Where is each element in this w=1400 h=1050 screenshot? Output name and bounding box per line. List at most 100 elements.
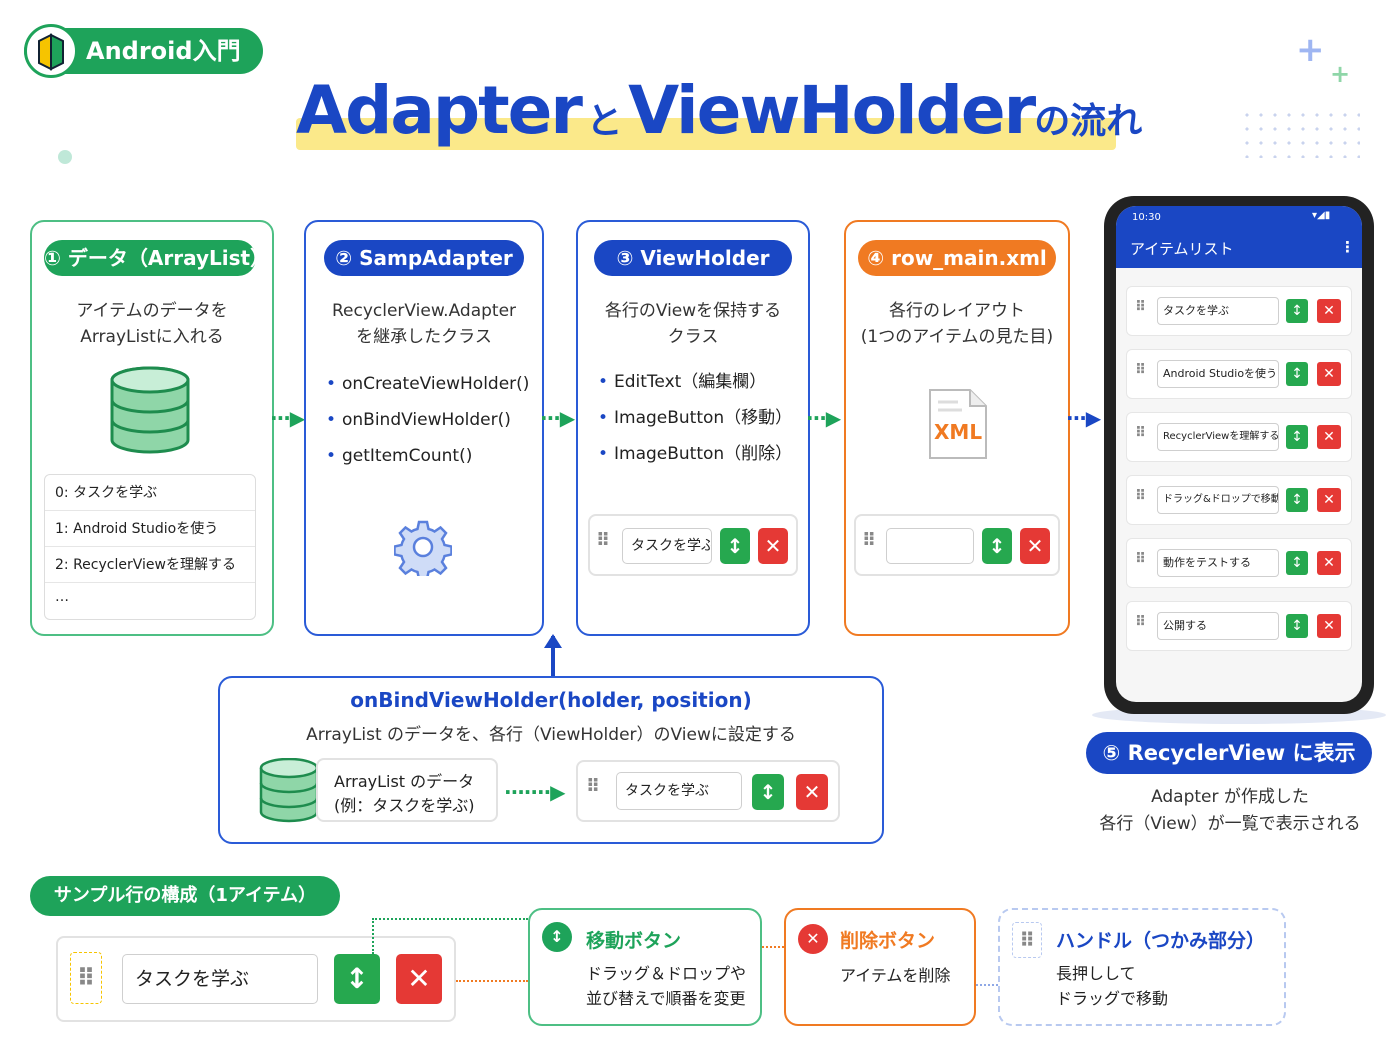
viewholder-views: EditText（編集欄） ImageButton（移動） ImageButto… <box>598 364 808 472</box>
xml-empty-field <box>886 528 974 564</box>
handle-desc1: 長押しして <box>1056 964 1136 983</box>
move-button-icon: ↕ <box>982 528 1012 564</box>
drag-handle-icon[interactable]: ⠿ <box>1135 362 1146 378</box>
move-button[interactable]: ↕ <box>1286 551 1308 575</box>
move-button-icon: ↕ <box>752 774 784 810</box>
method-item: getItemCount() <box>326 438 536 474</box>
delete-button[interactable]: ✕ <box>1317 488 1341 512</box>
move-button[interactable]: ↕ <box>1286 425 1308 449</box>
move-icon: ↕ <box>542 922 572 952</box>
status-icons: ▾◢▮ <box>1312 210 1331 221</box>
dot-decoration <box>58 150 72 164</box>
up-arrow-icon <box>551 636 555 676</box>
drag-handle-icon[interactable]: ⠿ <box>1135 551 1146 567</box>
list-item: … <box>55 589 69 605</box>
step-data-label: ① データ（ArrayList） <box>44 240 270 276</box>
row-field[interactable]: RecyclerViewを理解する <box>1157 423 1279 451</box>
drag-handle-icon[interactable]: ⠿ <box>1135 425 1146 441</box>
connector-delete-2 <box>762 946 784 948</box>
row-field[interactable]: タスクを学ぶ <box>1157 297 1279 325</box>
sample-field[interactable]: タスクを学ぶ <box>122 954 318 1004</box>
list-row[interactable]: ⠿ タスクを学ぶ ↕ ✕ <box>1126 286 1352 336</box>
viewholder-edittext[interactable]: タスクを学ぶ <box>622 528 712 564</box>
step5-desc1: Adapter が作成した <box>1151 787 1309 807</box>
step-xml-label: ④ row_main.xml <box>858 240 1056 276</box>
row-field[interactable]: 動作をテストする <box>1157 549 1279 577</box>
list-item: 2: RecyclerViewを理解する <box>45 547 255 583</box>
step-recyclerview-label: ⑤ RecyclerView に表示 <box>1086 732 1372 774</box>
delete-button[interactable]: ✕ <box>1317 299 1341 323</box>
overflow-menu-icon[interactable]: ⋮ <box>1340 238 1355 256</box>
drag-handle-icon[interactable]: ⠿ <box>596 530 611 551</box>
delete-button[interactable]: ✕ <box>758 528 788 564</box>
delete-button[interactable]: ✕ <box>1317 425 1341 449</box>
dot-grid-decoration <box>1240 108 1360 158</box>
bind-arrow: ·······▶ <box>504 780 566 804</box>
list-row[interactable]: ⠿ RecyclerViewを理解する ↕ ✕ <box>1126 412 1352 462</box>
gear-icon <box>393 518 453 581</box>
view-item: EditText（編集欄） <box>598 364 808 400</box>
view-item: ImageButton（移動） <box>598 400 808 436</box>
move-button[interactable]: ↕ <box>1286 488 1308 512</box>
step-xml-desc1: 各行のレイアウト <box>889 301 1025 321</box>
drag-handle-icon[interactable]: ⠿ <box>70 952 102 1004</box>
bind-data-label1: ArrayList のデータ <box>334 772 475 791</box>
view-item: ImageButton（削除） <box>598 436 808 472</box>
bind-data-label2: (例：タスクを学ぶ) <box>334 796 475 815</box>
step-adapter-desc1: RecyclerView.Adapter <box>331 301 517 321</box>
app-bar: 10:30 ▾◢▮ アイテムリスト ⋮ <box>1116 206 1362 268</box>
phone-screen: 10:30 ▾◢▮ アイテムリスト ⋮ ⠿ タスクを学ぶ ↕ ✕ ⠿ Andro… <box>1116 206 1362 702</box>
move-title: 移動ボタン <box>586 930 682 952</box>
method-item: onBindViewHolder() <box>326 402 536 438</box>
list-row[interactable]: ⠿ ドラッグ&ドロップで移動 ↕ ✕ <box>1126 475 1352 525</box>
list-row[interactable]: ⠿ 公開する ↕ ✕ <box>1126 601 1352 651</box>
row-field[interactable]: ドラッグ&ドロップで移動 <box>1157 486 1279 514</box>
step-data-desc1: アイテムのデータを <box>76 301 228 321</box>
handle-desc2: ドラッグで移動 <box>1056 989 1169 1008</box>
step-viewholder-label: ③ ViewHolder <box>594 240 792 276</box>
step-xml-desc2: (1つのアイテムの見た目) <box>860 327 1054 347</box>
list-row[interactable]: ⠿ 動作をテストする ↕ ✕ <box>1126 538 1352 588</box>
flow-arrow-3: ···▶ <box>806 406 841 430</box>
move-desc1: ドラッグ＆ドロップや <box>586 964 747 983</box>
step-viewholder-desc2: クラス <box>667 327 719 347</box>
handle-callout <box>998 908 1286 1026</box>
title-highlight <box>296 118 1116 150</box>
method-item: onCreateViewHolder() <box>326 366 536 402</box>
move-button[interactable]: ↕ <box>1286 614 1308 638</box>
status-time: 10:30 <box>1132 212 1161 223</box>
bind-title: onBindViewHolder(holder, position) <box>350 688 752 712</box>
delete-button[interactable]: ✕ <box>1317 551 1341 575</box>
bind-data-card <box>316 758 498 822</box>
move-callout <box>528 908 762 1026</box>
list-row[interactable]: ⠿ Android Studioを使う ↕ ✕ <box>1126 349 1352 399</box>
xml-label: XML <box>934 420 983 444</box>
delete-button[interactable]: ✕ <box>1317 362 1341 386</box>
list-item: 0: タスクを学ぶ <box>45 475 255 511</box>
delete-button[interactable]: ✕ <box>1317 614 1341 638</box>
row-field[interactable]: 公開する <box>1157 612 1279 640</box>
drag-handle-icon[interactable]: ⠿ <box>1135 488 1146 504</box>
flow-arrow-2: ···▶ <box>540 406 575 430</box>
move-button[interactable]: ↕ <box>1286 362 1308 386</box>
move-button[interactable]: ↕ <box>720 528 750 564</box>
delete-button[interactable]: ✕ <box>396 954 442 1004</box>
move-desc2: 並び替えで順番を変更 <box>586 989 746 1008</box>
connector-delete <box>456 980 528 982</box>
drag-handle-icon: ⠿ <box>862 530 877 551</box>
handle-icon: ⠿ <box>1012 922 1042 958</box>
drag-handle-icon[interactable]: ⠿ <box>1135 299 1146 315</box>
row-field[interactable]: Android Studioを使う <box>1157 360 1279 388</box>
sparkle-icon: + <box>1296 30 1325 70</box>
step-data-desc2: ArrayListに入れる <box>80 327 224 347</box>
adapter-methods: onCreateViewHolder() onBindViewHolder() … <box>326 366 536 474</box>
delete-icon: ✕ <box>798 924 828 954</box>
drag-handle-icon[interactable]: ⠿ <box>1135 614 1146 630</box>
step-adapter-desc2: を継承したクラス <box>356 327 492 347</box>
flow-arrow-4: ···▶ <box>1066 406 1101 430</box>
flow-arrow-1: ···▶ <box>270 406 305 430</box>
sparkle-small-icon: + <box>1330 60 1351 88</box>
beginner-mark-icon <box>24 24 78 78</box>
move-button[interactable]: ↕ <box>1286 299 1308 323</box>
move-button[interactable]: ↕ <box>334 954 380 1004</box>
